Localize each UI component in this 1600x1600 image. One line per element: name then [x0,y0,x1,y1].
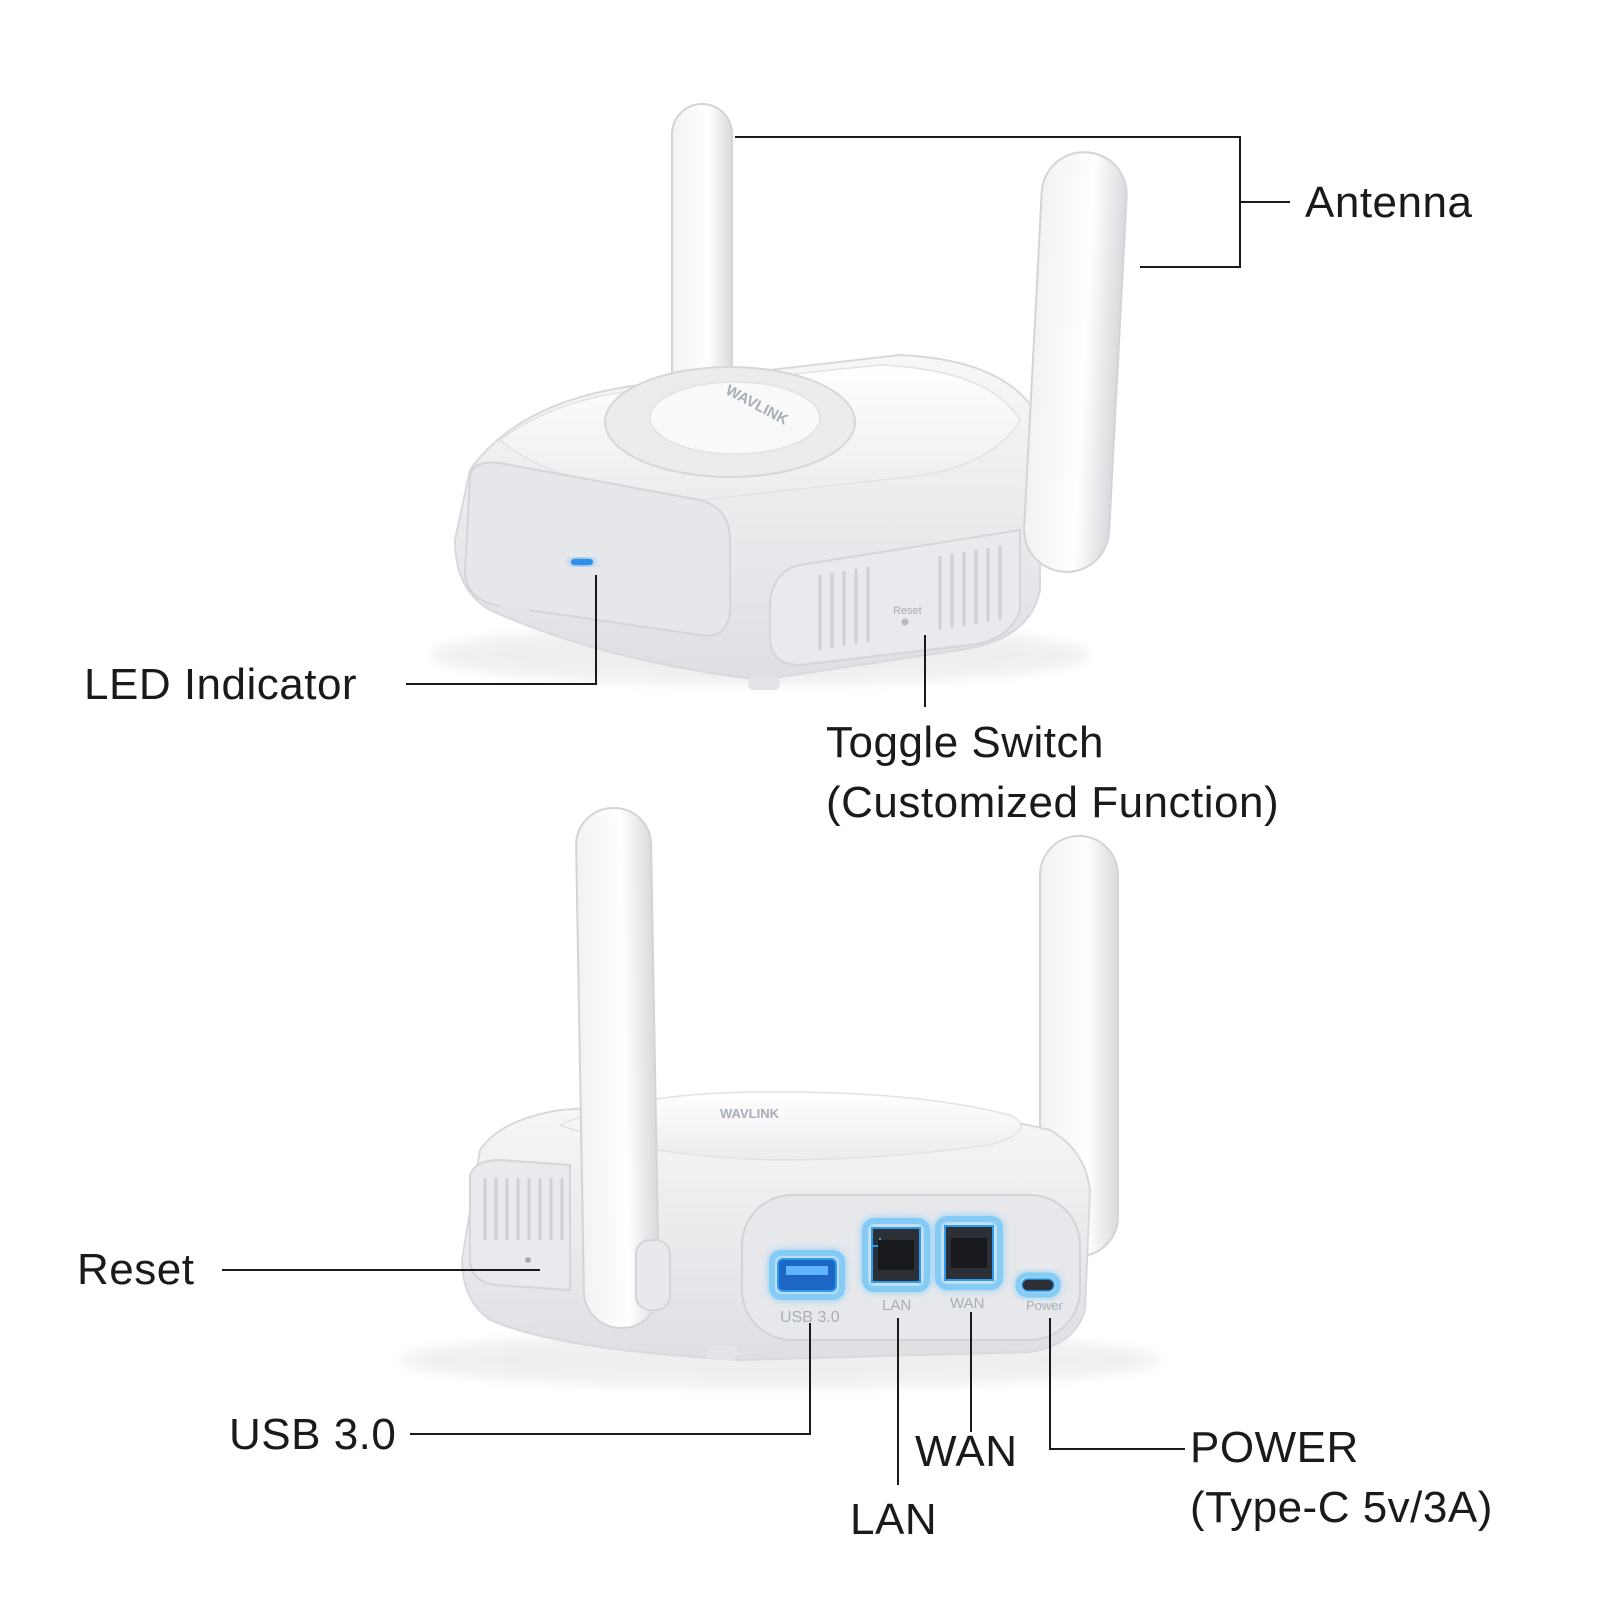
reset-hole [525,1257,531,1263]
foot [748,676,780,690]
callout-toggle-switch-line1: Toggle Switch [826,718,1104,767]
side-vent-slots [818,546,1002,650]
toggle-switch-hole [901,618,909,626]
port-label-power: Power [1026,1298,1064,1313]
port-label-wan: WAN [950,1295,984,1312]
top-vent-ring [604,366,856,478]
foot [500,602,530,614]
leader-lines [222,136,1290,1485]
callout-antenna-text: Antenna [1305,178,1473,227]
callout-led-indicator-text: LED Indicator [84,660,358,709]
led-indicator [571,559,593,565]
callout-wan-text: WAN [915,1427,1018,1476]
antenna-hinge [635,1239,671,1311]
callout-toggle-switch-line2: (Customized Function) [826,778,1280,827]
power-port [1021,1278,1055,1292]
router-back-view: WAVLINK USB 3.0 LAN WA [400,807,1160,1388]
callout-toggle-switch: Toggle Switch (Customized Function) [826,713,1279,833]
usb-port-tongue [786,1266,828,1275]
power-port-glow [1015,1272,1061,1298]
leader-power [1049,1318,1185,1450]
callout-lan: LAN [850,1490,937,1550]
wan-port-glow [935,1216,1003,1290]
port-label-usb: USB 3.0 [780,1309,840,1326]
callout-antenna: Antenna [1305,173,1472,233]
callout-lan-text: LAN [850,1495,938,1544]
side-vent-slots [483,1178,564,1240]
callout-reset: Reset [77,1240,194,1300]
side-reset-label: Reset [893,605,922,617]
antenna-front [1023,151,1128,573]
usb-port-glow [769,1250,845,1300]
router-top-surface [557,1091,1022,1161]
callout-wan: WAN [915,1422,1018,1482]
foot [505,1312,533,1324]
front-panel [463,461,731,637]
antenna-rear [671,103,733,405]
callout-power-line1: POWER [1190,1423,1359,1472]
callout-usb-text: USB 3.0 [229,1410,397,1459]
lan-port-glow [862,1218,930,1292]
callout-led-indicator: LED Indicator [84,655,357,715]
port-label-lan: LAN [882,1297,911,1314]
brand-logo: WAVLINK [720,1106,780,1121]
foot [706,1346,738,1360]
lan-port-socket [878,1240,914,1270]
callout-reset-text: Reset [77,1245,195,1294]
leader-antenna [735,136,1241,268]
callout-power-line2: (Type-C 5v/3A) [1190,1483,1493,1532]
wan-port-socket [951,1238,987,1268]
leader-usb [410,1323,811,1435]
callout-power: POWER (Type-C 5v/3A) [1190,1418,1493,1538]
antenna-left [575,807,660,1329]
leader-led-indicator [406,575,597,685]
router-front-view: WAVLINK Reset [430,103,1128,690]
callout-usb: USB 3.0 [229,1405,396,1465]
